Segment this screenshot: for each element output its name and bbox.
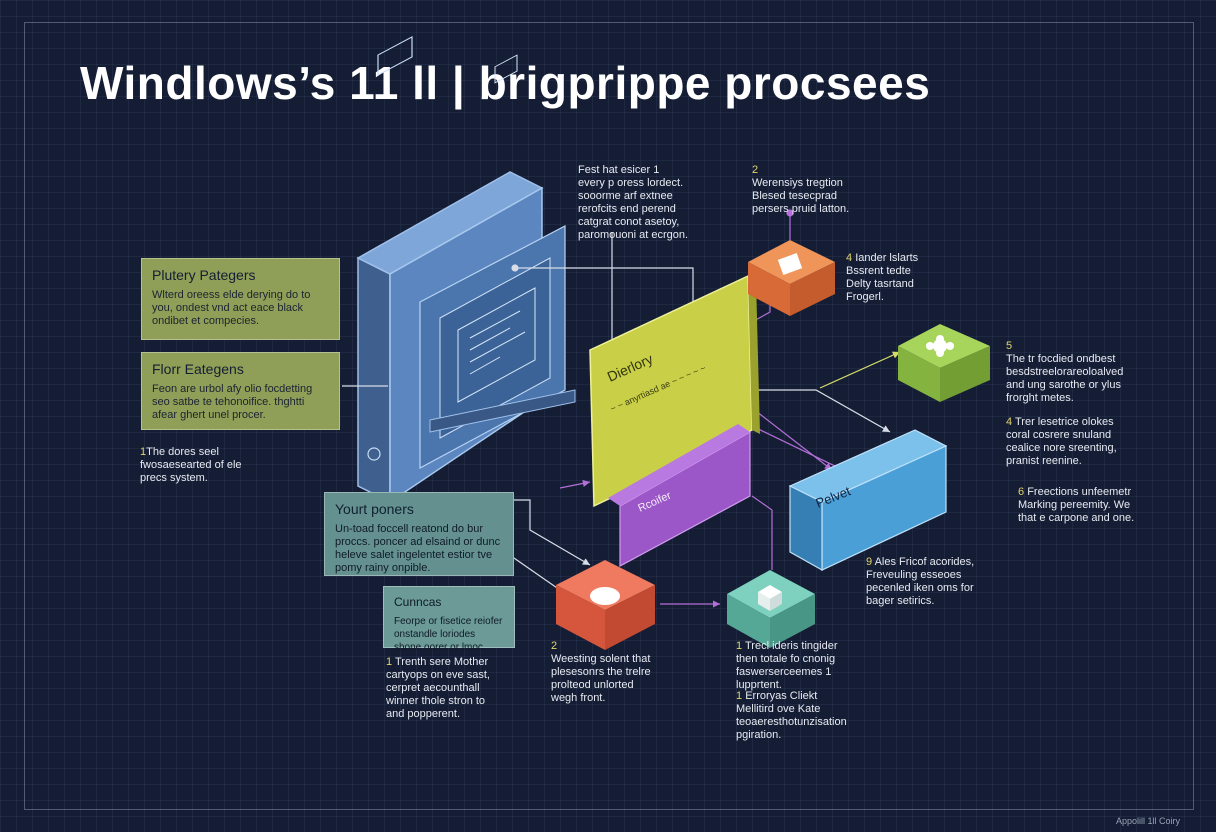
card-cunnas-body: Feorpe or fisetice reiofer onstandle lor… (394, 616, 503, 653)
card-yourt-body: Un-toad foccell reatond do bur proccs. p… (335, 523, 501, 574)
teal-cube (727, 570, 815, 648)
monitor-icon (356, 36, 576, 504)
green-cube (898, 324, 990, 402)
card-plutery: Plutery Pategers Wlterd oreess elde dery… (141, 258, 340, 340)
pelvest-block (788, 429, 948, 572)
orange-cube (748, 240, 835, 316)
note-r4a: 4 Iander lslarts Bssrent tedte Delty tas… (846, 252, 919, 303)
window-icon (457, 54, 536, 403)
card-plutery-title: Plutery Pategers (152, 267, 256, 283)
page-title: Windlows’s 11 ll | brigprippe procsees (80, 57, 931, 109)
yellow-arrows (819, 351, 901, 389)
circle-icon (590, 587, 620, 605)
diagram-frame (24, 22, 1194, 810)
card-yourt: Yourt poners Un-toad foccell reatond do … (324, 492, 514, 576)
gear-icon (926, 335, 954, 357)
card-cunnas-title: Cunncas (394, 595, 442, 609)
note-bl1: 1 Trenth sere Mother cartyops on eve sas… (386, 656, 490, 720)
note-b1b: 1 Erroryas Cliekt Mellitird ove Kate teo… (736, 690, 847, 741)
card-cunnas: Cunncas Feorpe or fisetice reiofer onsta… (383, 586, 515, 653)
note-top1: Fest hat esicer 1 every p oress lordect.… (578, 164, 689, 241)
note-b1a: 1 Trecl ideris tingider then totale fo c… (736, 640, 838, 691)
card-yourt-title: Yourt poners (335, 501, 414, 517)
footer-credit: Appolill 1ll Coiry (1115, 816, 1180, 826)
card-plutery-body: Wlterd oreess elde derying do to you, on… (152, 289, 311, 327)
card-flor-body: Feon are urbol afy olio focdetting seo s… (152, 383, 313, 421)
card-flor: Florr Eategens Feon are urbol afy olio f… (141, 352, 340, 430)
note-r9: 9 Ales Fricof acorides, Freveuling esseo… (866, 556, 975, 607)
note-r6: 6 Freections unfeemetr Marking pereemity… (1018, 486, 1135, 524)
box-icon (758, 585, 782, 611)
square-icon (777, 253, 803, 275)
note-r4b: 4 Trer lesetrice olokes coral cosrere sn… (1006, 416, 1117, 467)
note-left1: 1The dores seel fwosaesearted of ele pre… (140, 446, 242, 484)
red-cube (556, 560, 655, 650)
card-flor-title: Florr Eategens (152, 361, 244, 377)
rosfer-block (608, 424, 751, 568)
